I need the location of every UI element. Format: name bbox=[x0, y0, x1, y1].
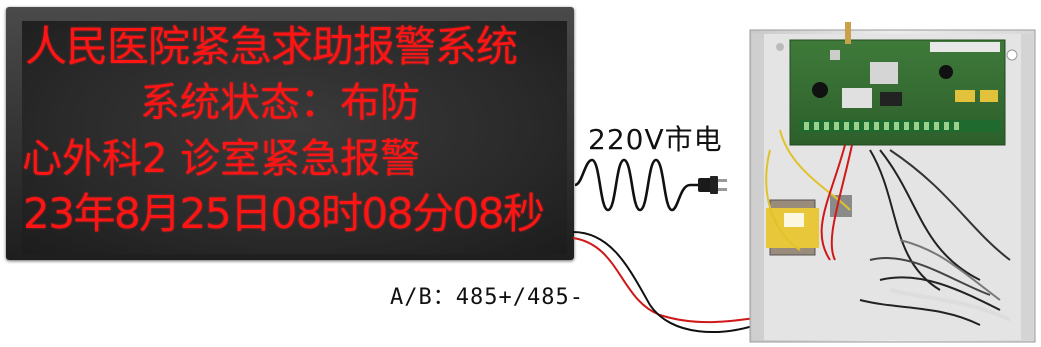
internal-wiring bbox=[765, 129, 1011, 326]
led-line-timestamp: 23年8月25日08时08分08秒 bbox=[23, 189, 545, 238]
led-line-alarm-location: 心外科2 诊室紧急报警 bbox=[22, 136, 421, 182]
rs485-label: A/B：485+/485- bbox=[390, 285, 584, 310]
led-line-status: 系统状态：布防 bbox=[140, 80, 420, 126]
rs485-wires bbox=[572, 231, 771, 333]
led-line-title: 人民医院紧急求助报警系统 bbox=[25, 22, 518, 71]
power-cable bbox=[574, 158, 700, 212]
led-display bbox=[6, 7, 574, 260]
power-label: 220V市电 bbox=[588, 123, 723, 156]
plug-icon bbox=[698, 176, 727, 194]
led-screen bbox=[22, 21, 567, 254]
controller-pcb bbox=[789, 22, 1006, 146]
